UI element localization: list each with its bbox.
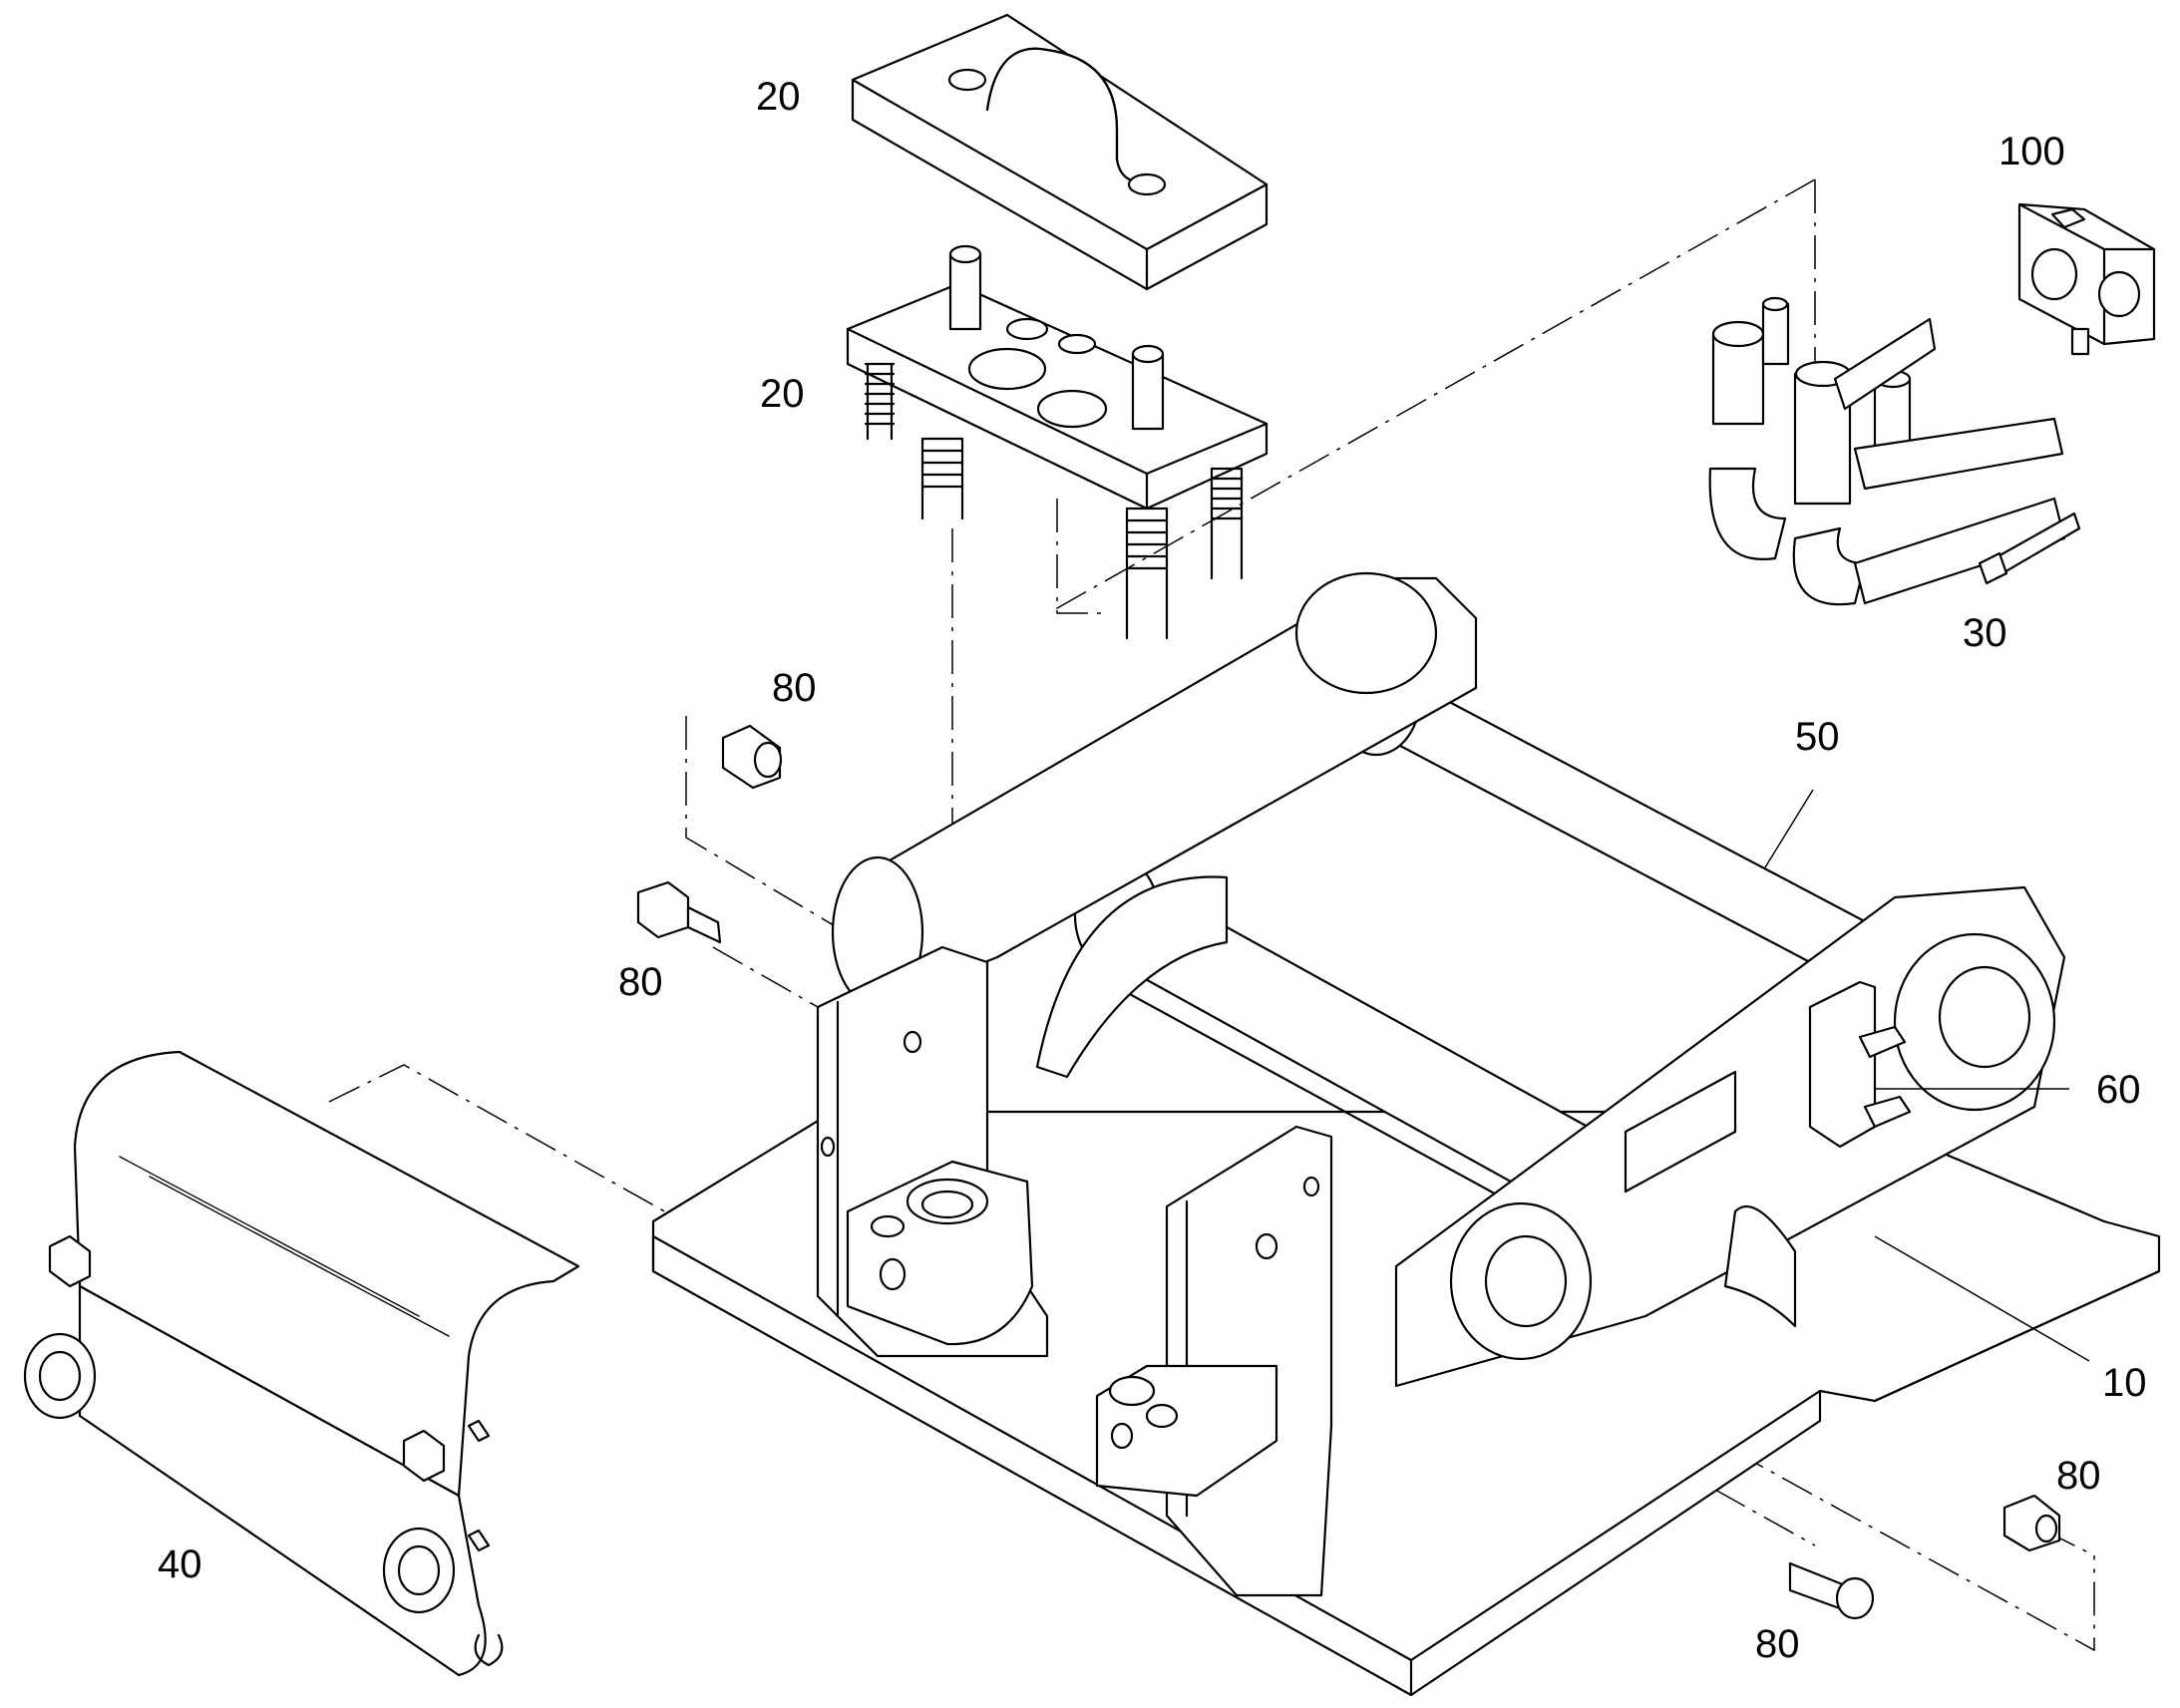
springs	[864, 362, 1244, 640]
type-plate	[1624, 1070, 1737, 1194]
callout-80-bushing-bottom: 80	[2056, 1454, 2101, 1498]
leader-lines	[1764, 789, 2090, 1362]
hose-clamp	[2017, 202, 2156, 356]
hinged-cover	[23, 1050, 580, 1677]
bushing-upper-left	[721, 724, 783, 790]
callout-30: 30	[1963, 611, 2007, 655]
retainer-plate	[1808, 980, 1912, 1149]
bolt-left	[636, 880, 722, 944]
top-cover-plate	[851, 13, 1269, 291]
frame-right-side	[1394, 885, 2066, 1388]
bushing-lower-right	[2002, 1494, 2061, 1552]
callout-60: 60	[2096, 1068, 2141, 1112]
callout-labels: 20 20 100 30 80 80 50 60 10 40 80 80	[158, 75, 2147, 1666]
callout-100: 100	[1998, 130, 2065, 173]
hydraulic-fittings	[1708, 296, 2081, 606]
callout-20-block: 20	[760, 372, 805, 416]
callout-50: 50	[1795, 715, 1840, 759]
connector-block	[846, 244, 1269, 640]
frame-left-side	[831, 571, 1478, 1079]
callout-80-bolt-left: 80	[618, 960, 663, 1004]
left-bracket	[816, 945, 1049, 1358]
callout-40: 40	[158, 1542, 202, 1586]
right-bracket	[1095, 1125, 1333, 1597]
callout-20-cover: 20	[756, 75, 801, 119]
callout-10: 10	[2102, 1361, 2147, 1405]
callout-80-bushing-top: 80	[772, 666, 817, 710]
bolt-right	[1788, 1561, 1875, 1620]
callout-80-bolt-bottom: 80	[1755, 1622, 1800, 1666]
